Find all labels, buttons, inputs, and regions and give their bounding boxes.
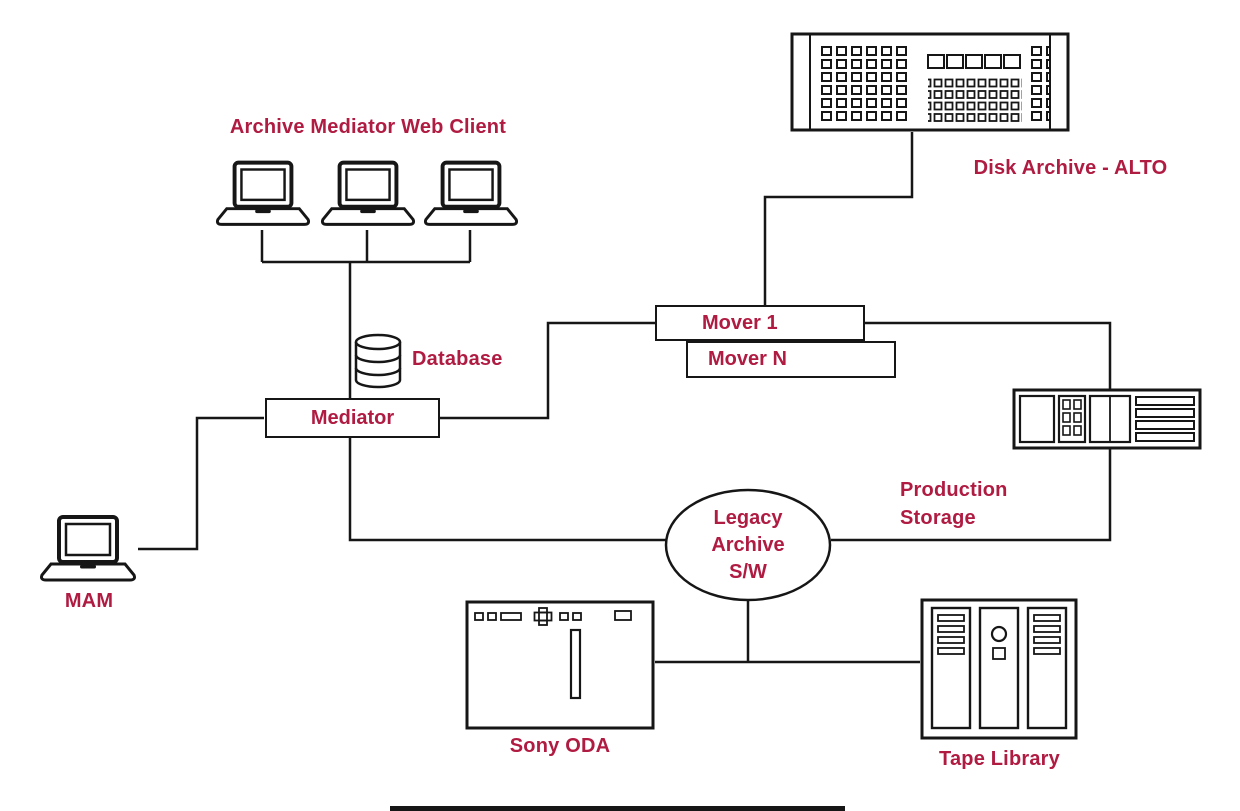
- mover-n-label: Mover N: [708, 348, 787, 370]
- disk-archive-icon: [790, 32, 1070, 132]
- mam-label: MAM: [64, 590, 114, 612]
- sony-oda-icon: [465, 600, 655, 730]
- database-icon: [353, 332, 403, 390]
- laptop-icon: [319, 158, 417, 230]
- mediator-box: Mediator: [265, 398, 440, 438]
- sony-oda-label: Sony ODA: [509, 735, 611, 757]
- database-label: Database: [412, 348, 503, 370]
- connector-diskarchive-mover: [763, 132, 914, 306]
- laptop-icon: [422, 158, 520, 230]
- ellipse-shape: [664, 488, 832, 602]
- mover-n-box: Mover N: [686, 341, 896, 378]
- tape-library-label: Tape Library: [939, 748, 1060, 770]
- production-storage-icon: [1012, 388, 1202, 450]
- legacy-archive-label: Legacy Archive S/W: [711, 507, 785, 583]
- connector-mediator-mover: [440, 321, 656, 420]
- bottom-edge-bar: [390, 806, 845, 811]
- production-storage-label: Production Storage: [900, 479, 1008, 529]
- web-client-label: Archive Mediator Web Client: [229, 116, 507, 138]
- connector-mediator-legacy: [348, 438, 666, 542]
- connector-storage-legacy: [831, 448, 1112, 542]
- laptop-icon: [214, 158, 312, 230]
- disk-archive-label: Disk Archive - ALTO: [973, 157, 1168, 179]
- mover-1-label: Mover 1: [702, 311, 778, 334]
- laptop-icon: [38, 512, 138, 586]
- mover-1-box: Mover 1: [655, 305, 865, 341]
- tape-library-icon: [920, 598, 1078, 740]
- legacy-archive-node: Legacy Archive S/W: [663, 487, 833, 603]
- connector-mam-mediator: [138, 416, 264, 551]
- mediator-label: Mediator: [310, 406, 395, 429]
- connector-mover-storage: [865, 321, 1112, 390]
